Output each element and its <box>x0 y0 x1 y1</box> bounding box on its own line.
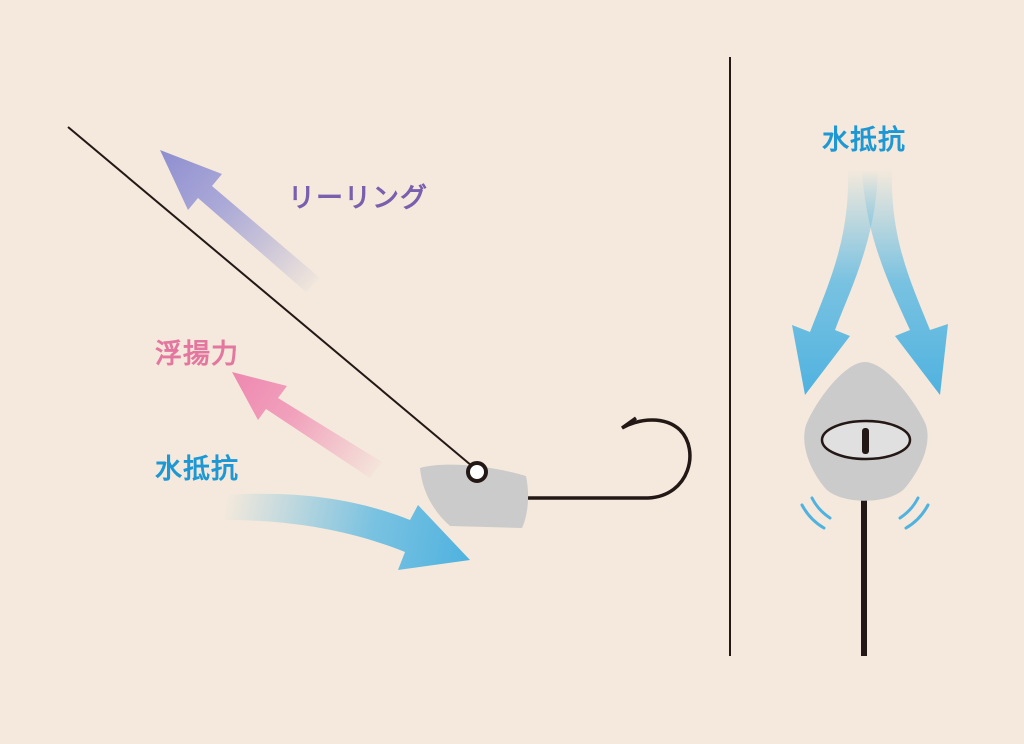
buoyancy-label: 浮揚力 <box>155 339 239 370</box>
wobble-marks-right <box>898 496 930 530</box>
reeling-label: リーリング <box>288 183 428 214</box>
wobble-marks-left <box>800 496 832 530</box>
water-resistance-arrows-right <box>792 170 948 395</box>
buoyancy-arrow <box>232 372 382 478</box>
water-resistance-arrow-left <box>225 493 470 570</box>
fishing-line <box>67 126 473 467</box>
reeling-arrow <box>160 150 320 292</box>
hook <box>520 416 692 500</box>
jig-head-side <box>420 464 529 528</box>
line-eye <box>466 461 488 483</box>
water-resistance-label-left: 水抵抗 <box>155 454 239 485</box>
eye-bar <box>862 428 869 454</box>
water-resistance-label-right: 水抵抗 <box>822 125 906 156</box>
